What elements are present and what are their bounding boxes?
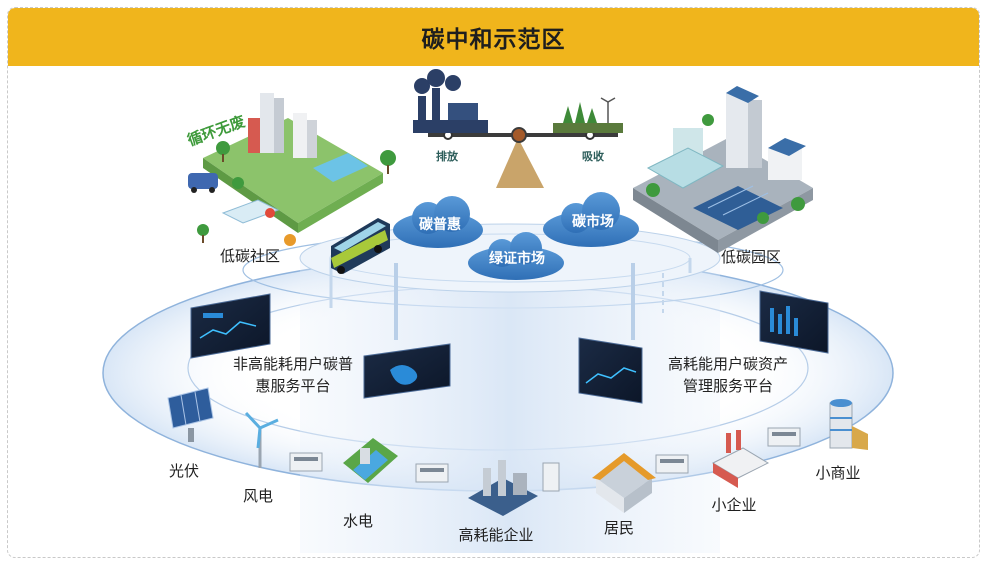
- meter-2: [415, 463, 449, 483]
- meter-5: [767, 427, 801, 447]
- diagram-frame: 碳中和示范区: [7, 7, 980, 558]
- ring-item-hydropower: 水电: [342, 512, 374, 530]
- dashboard-screen-center-right: [578, 337, 643, 404]
- cloud-right: [543, 192, 639, 247]
- dashboard-screen-right-top: [759, 290, 829, 354]
- forest-icon: [553, 97, 623, 133]
- low-carbon-community-label: 低碳社区: [220, 247, 281, 265]
- absorption-label: 吸收: [582, 150, 604, 163]
- hydropower-icon: [343, 438, 398, 483]
- solar-panel-icon: [167, 387, 214, 442]
- residential-house-icon: [592, 453, 656, 513]
- ring-item-photovoltaic: 光伏: [168, 462, 200, 480]
- meter-1: [289, 452, 323, 472]
- high-energy-platform-label: 高耗能用户碳资产 管理服务平台: [667, 355, 788, 395]
- factory-icon: [413, 69, 488, 133]
- meter-3: [542, 462, 560, 492]
- title-banner: 碳中和示范区: [8, 8, 979, 66]
- dashboard-screen-center-left: [363, 343, 451, 399]
- small-enterprise-icon: [711, 430, 770, 488]
- non-high-energy-platform-label: 非高能耗用户碳普 惠服务平台: [232, 355, 353, 395]
- meter-4: [655, 454, 689, 474]
- high-energy-enterprise-icon: [468, 460, 538, 516]
- ring-item-small-enterprise: 小企业: [711, 496, 757, 514]
- dashboard-screen-left-top: [190, 293, 271, 359]
- green-certificate-market-label: 绿证市场: [489, 251, 545, 267]
- ring-item-high-energy-enterprise: 高耗能企业: [458, 526, 534, 544]
- small-business-building-icon: [829, 399, 868, 450]
- ring-item-small-business: 小商业: [815, 464, 861, 482]
- balance-scale: [413, 69, 623, 188]
- low-carbon-park-illustration: [633, 86, 813, 253]
- ring-item-residents: 居民: [603, 519, 635, 537]
- diagram-canvas: [102, 69, 894, 553]
- emission-label: 排放: [436, 150, 458, 163]
- cloud-center: [468, 232, 564, 280]
- low-carbon-park-label: 低碳园区: [721, 248, 782, 266]
- cloud-left: [393, 196, 483, 248]
- low-carbon-community-illustration: [188, 93, 396, 246]
- wind-turbine-icon: [244, 411, 279, 468]
- ring-item-wind-power: 风电: [242, 487, 274, 505]
- carbon-market-label: 碳市场: [572, 214, 614, 230]
- carbon-inclusive-label: 碳普惠: [419, 217, 461, 233]
- bus-icon: [331, 218, 390, 274]
- page-title: 碳中和示范区: [421, 27, 566, 53]
